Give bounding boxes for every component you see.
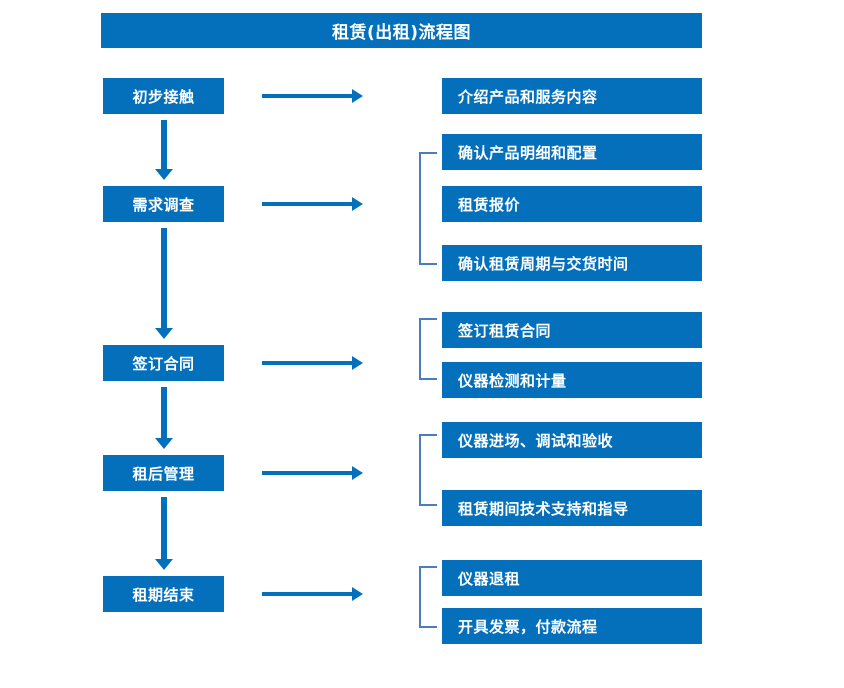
stage-label: 租后管理 <box>132 464 195 483</box>
stage-label: 需求调查 <box>132 195 195 214</box>
stage-box-post-rental-management[interactable]: 租后管理 <box>103 455 224 491</box>
detail-box-introduce-products[interactable]: 介绍产品和服务内容 <box>442 78 702 114</box>
horizontal-arrow-icon-4 <box>262 466 363 480</box>
detail-box-instrument-inspection[interactable]: 仪器检测和计量 <box>442 362 702 398</box>
detail-label: 仪器进场、调试和验收 <box>458 431 614 450</box>
horizontal-arrow-icon-2 <box>262 197 363 211</box>
detail-label: 签订租赁合同 <box>458 321 552 340</box>
detail-label: 确认租赁周期与交货时间 <box>458 254 629 273</box>
chart-title-bar: 租赁(出租)流程图 <box>101 13 702 48</box>
page-title: 租赁(出租)流程图 <box>331 23 472 43</box>
horizontal-arrow-icon-3 <box>262 356 363 370</box>
detail-box-rental-quotation[interactable]: 租赁报价 <box>442 186 702 222</box>
vertical-arrow-icon-3 <box>155 387 173 449</box>
group-bracket-sign-contract <box>419 318 437 380</box>
detail-label: 开具发票，付款流程 <box>458 617 598 636</box>
horizontal-arrow-icon-5 <box>262 587 363 601</box>
detail-box-instrument-return[interactable]: 仪器退租 <box>442 560 702 596</box>
detail-label: 租赁期间技术支持和指导 <box>458 499 629 518</box>
stage-box-lease-end[interactable]: 租期结束 <box>103 576 224 612</box>
stage-box-initial-contact[interactable]: 初步接触 <box>103 78 224 114</box>
detail-box-technical-support[interactable]: 租赁期间技术支持和指导 <box>442 490 702 526</box>
detail-box-invoice-payment[interactable]: 开具发票，付款流程 <box>442 608 702 644</box>
detail-label: 租赁报价 <box>458 195 521 214</box>
stage-label: 初步接触 <box>132 87 195 106</box>
detail-label: 仪器退租 <box>458 569 521 588</box>
stage-label: 签订合同 <box>132 354 195 373</box>
vertical-arrow-icon-1 <box>155 120 173 180</box>
group-bracket-needs-survey <box>419 152 437 265</box>
stage-box-needs-survey[interactable]: 需求调查 <box>103 186 224 222</box>
stage-box-sign-contract[interactable]: 签订合同 <box>103 345 224 381</box>
detail-box-confirm-lease-period[interactable]: 确认租赁周期与交货时间 <box>442 245 702 281</box>
detail-box-confirm-product-details[interactable]: 确认产品明细和配置 <box>442 134 702 170</box>
detail-label: 仪器检测和计量 <box>458 371 567 390</box>
vertical-arrow-icon-2 <box>155 228 173 339</box>
horizontal-arrow-icon-1 <box>262 89 363 103</box>
detail-box-instrument-entry-commissioning[interactable]: 仪器进场、调试和验收 <box>442 422 702 458</box>
detail-box-sign-lease-contract[interactable]: 签订租赁合同 <box>442 312 702 348</box>
vertical-arrow-icon-4 <box>155 497 173 570</box>
group-bracket-post-rental <box>419 434 437 506</box>
stage-label: 租期结束 <box>132 585 195 604</box>
group-bracket-lease-end <box>419 566 437 628</box>
detail-label: 确认产品明细和配置 <box>458 143 598 162</box>
detail-label: 介绍产品和服务内容 <box>458 87 598 106</box>
